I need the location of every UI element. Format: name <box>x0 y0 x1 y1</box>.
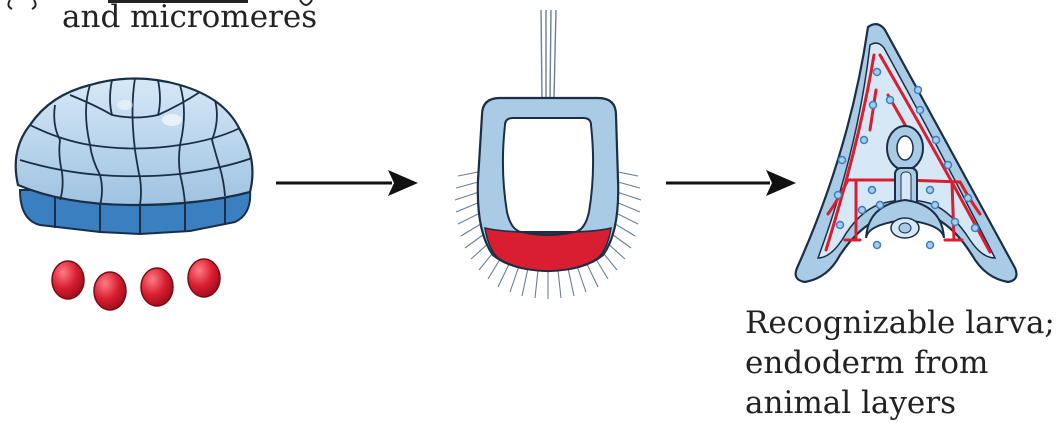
blastocoel <box>503 118 593 232</box>
larva-caption-line-2: endoderm from <box>745 343 1055 383</box>
micromeres <box>52 259 220 310</box>
larva-caption: Recognizable larva; endoderm from animal… <box>745 303 1055 423</box>
micromere <box>52 261 84 299</box>
arrow-right-icon <box>276 170 418 196</box>
larva-caption-line-3: animal layers <box>745 383 1055 423</box>
top-caption-line: and micromeres <box>62 0 317 37</box>
apical-tuft <box>541 10 556 98</box>
top-caption: and micromeres <box>62 0 317 37</box>
pluteus-larva <box>796 24 1017 282</box>
arrow-right-icon <box>666 170 796 196</box>
blastula <box>455 10 641 299</box>
micromere <box>188 259 220 297</box>
embryo-cleavage-stage <box>16 78 253 234</box>
micromere <box>94 272 126 310</box>
micromere <box>141 268 173 306</box>
larva-caption-line-1: Recognizable larva; <box>745 303 1055 343</box>
